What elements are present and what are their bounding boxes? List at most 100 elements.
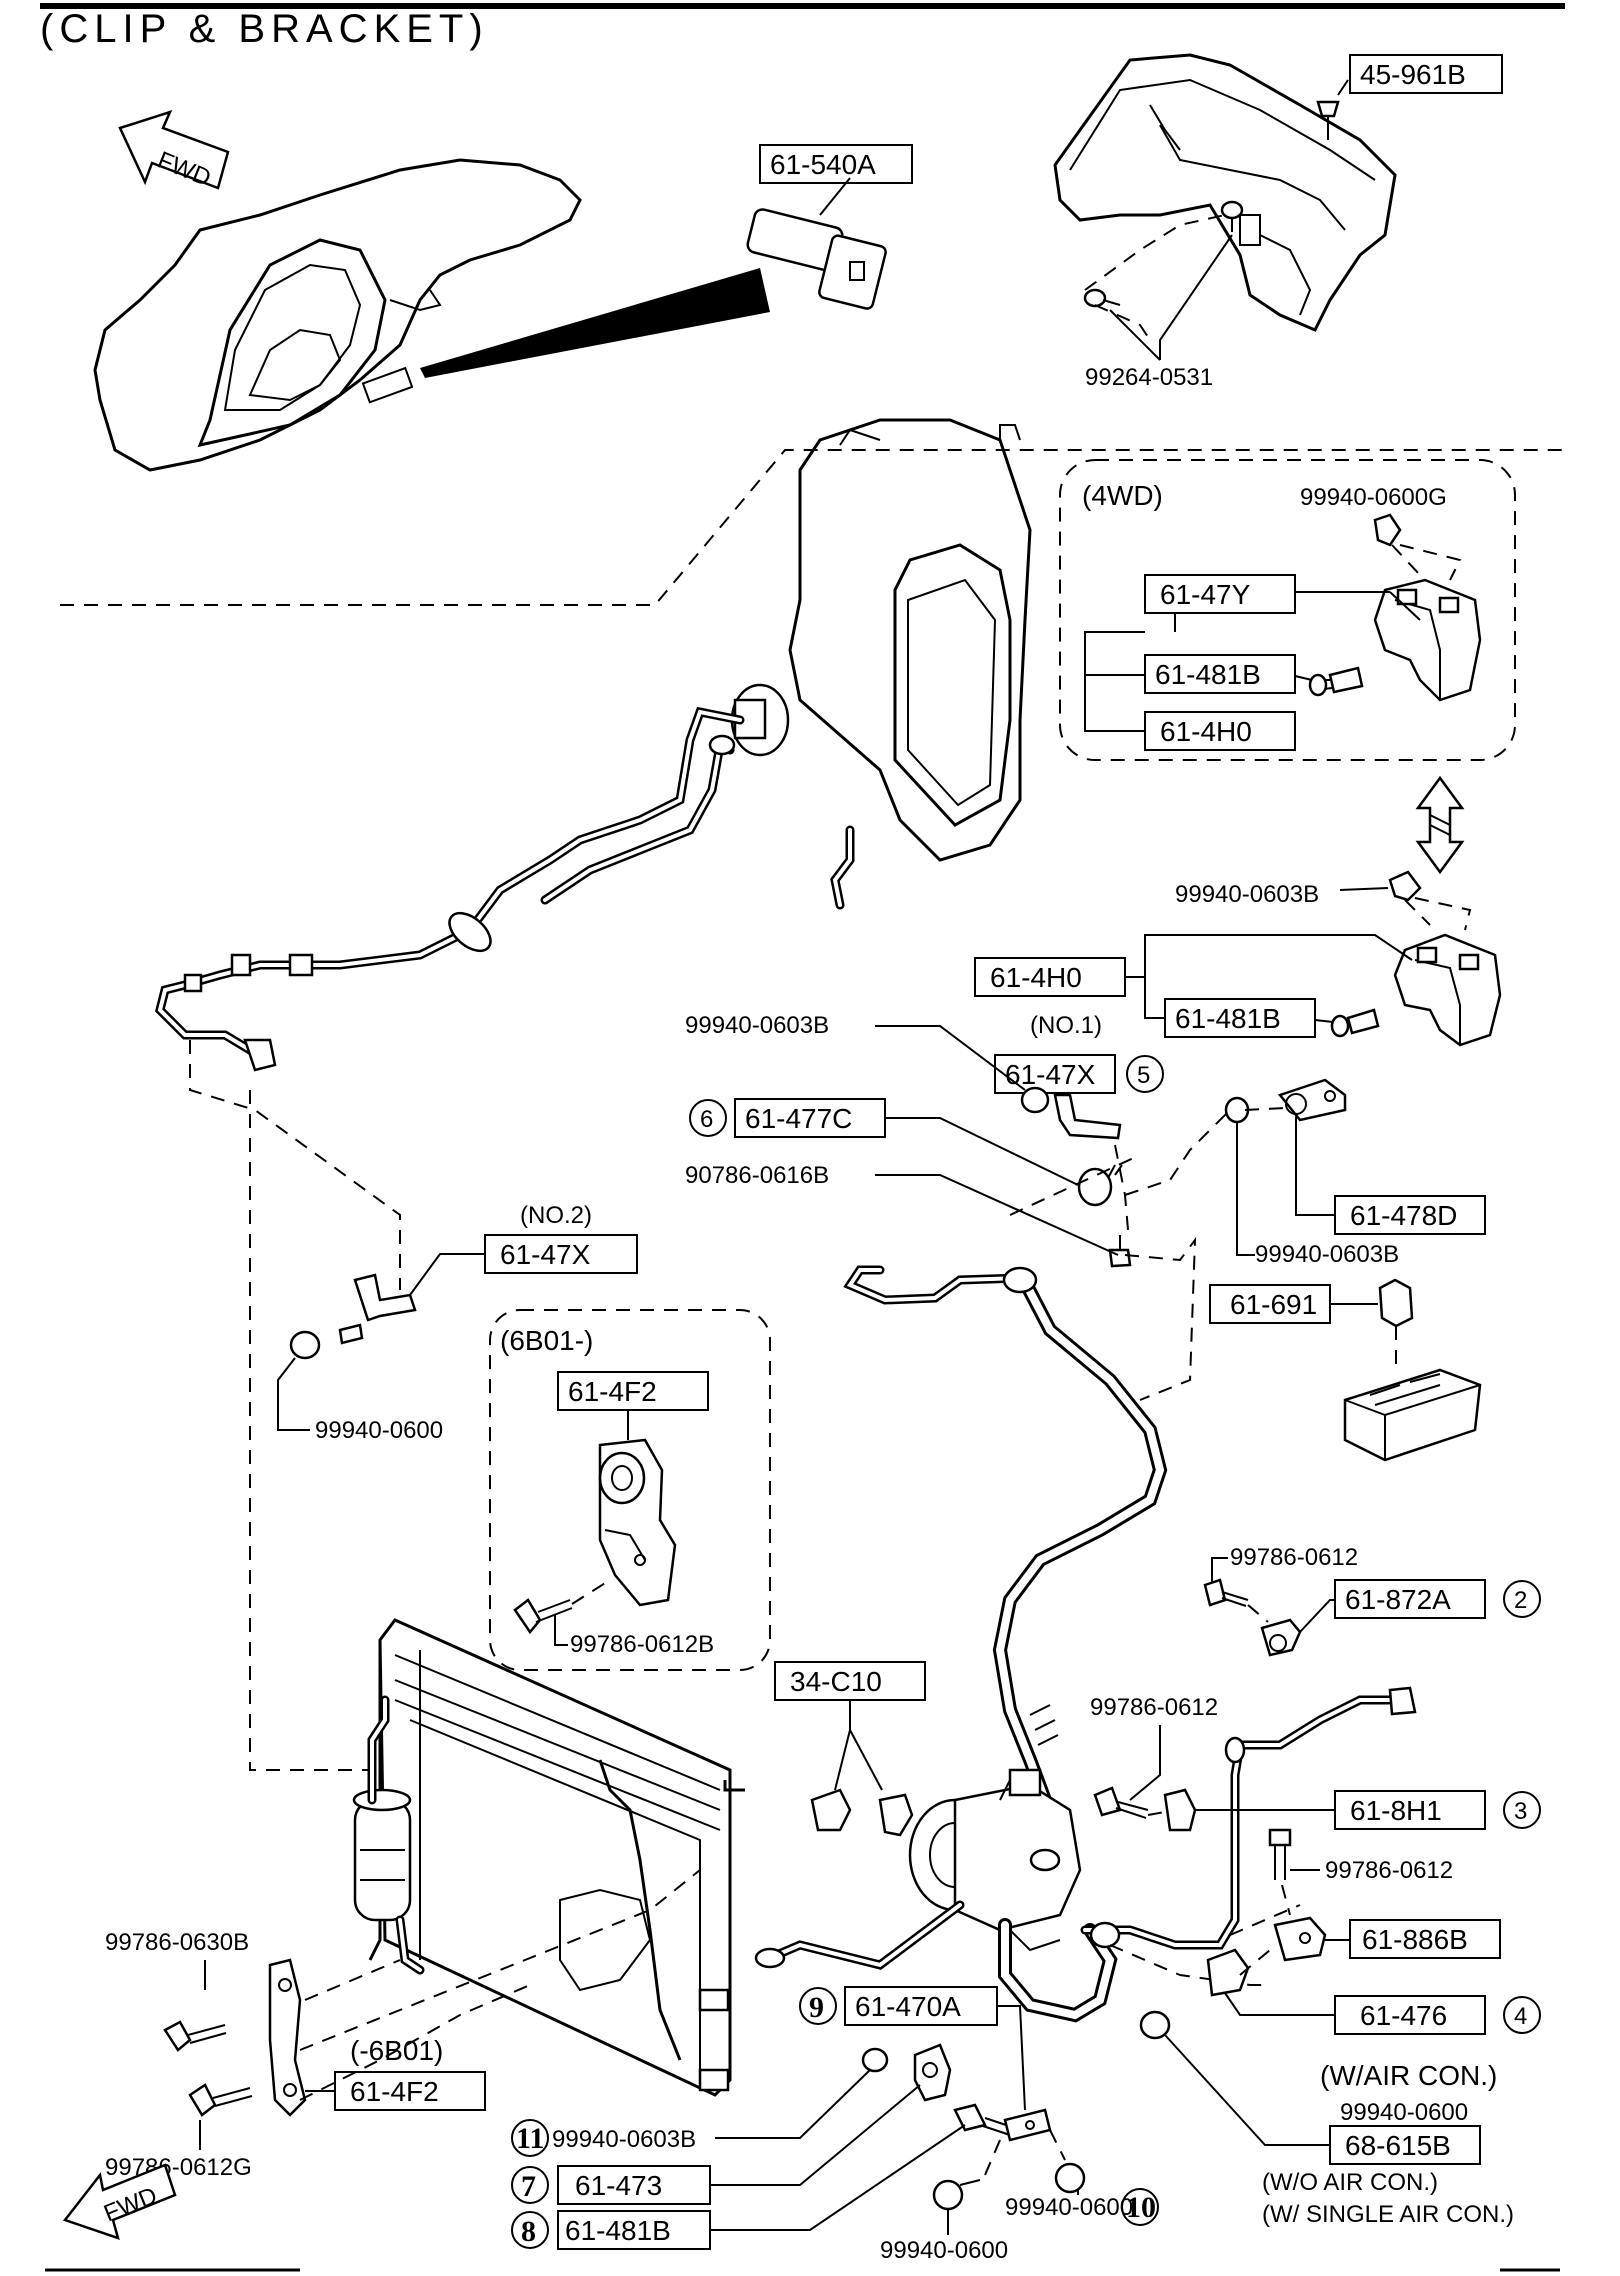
label-99940-0600-br: 99940-0600 [1005,2194,1133,2221]
label-99940-0603B-top: 99940-0603B [1175,881,1319,908]
box-61-476: 61-476 [1334,1995,1486,2035]
relay-61-691-part [1343,1278,1482,1462]
upper-ac-piping [155,706,745,1072]
box-61-47X-no1: 61-47X [994,1054,1116,1094]
label-99264-0531: 99264-0531 [1085,364,1213,391]
leader-wedge [420,268,770,378]
svg-text:45-961B: 45-961B [1360,59,1466,90]
bolt-99786-0612-part [1268,1828,1320,1880]
label-99786-0612-mid: 99786-0612 [1090,1694,1218,1721]
label-w-single-aircon: (W/ SINGLE AIR CON.) [1262,2201,1514,2228]
box-61-477C: 61-477C [734,1098,1079,1186]
box-61-481B: 61-481B [1164,998,1334,1038]
box-61-8H1: 61-8H1 [1334,1790,1486,1830]
svg-text:61-473: 61-473 [575,2170,662,2201]
clip-61-8H1-part [1093,1786,1335,1832]
label-wo-aircon: (W/O AIR CON.) [1262,2169,1438,2196]
box-61-481B-4wd: 61-481B [1144,654,1313,694]
bracket-61-4H0-part [1330,870,1502,1047]
label-99940-0603B-bottom: 99940-0603B [552,2126,696,2153]
section-4wd-box [1059,459,1516,761]
label-99940-0600-bottom: 99940-0600 [880,2237,1008,2264]
dash-link-c [1124,1236,1197,1401]
callout-2: 2 [1503,1580,1541,1618]
box-61-47X-no2: 61-47X [409,1234,638,1296]
callout-6: 6 [689,1099,727,1137]
section-6b01-to-label: (-6B01) [350,2035,443,2066]
callout-11: 11 [511,2119,549,2157]
bracket-4wd-part [1308,513,1482,702]
svg-text:61-4H0: 61-4H0 [990,962,1082,993]
callout-9: 9 [799,1987,837,2025]
condenser-illustration [368,1618,745,2097]
svg-text:61-872A: 61-872A [1345,1584,1451,1615]
dash-link-left-b [249,1090,380,1771]
label-99940-0600G: 99940-0600G [1300,484,1447,511]
leader-99940-0603B-left [875,1025,1026,1091]
svg-text:10: 10 [1126,2191,1156,2224]
dash-link-a [1124,1109,1231,1196]
label-no2: (NO.2) [520,1202,592,1229]
svg-text:61-478D: 61-478D [1350,1200,1457,1231]
box-61-470A: 61-470A [844,1986,1026,2111]
callout-10: 10 [1121,2188,1159,2226]
svg-text:61-4H0: 61-4H0 [1160,716,1252,747]
svg-text:61-47X: 61-47X [1005,1059,1096,1090]
svg-text:61-470A: 61-470A [855,1991,961,2022]
svg-text:61-481B: 61-481B [1155,659,1261,690]
box-34-C10: 34-C10 [774,1661,926,1791]
compressor-lines [754,1686,1417,2023]
leader-90786-0616B [875,1174,1119,1256]
box-61-872A: 61-872A [1334,1579,1486,1619]
fwd-arrow-top: FWD [118,109,230,192]
bracket-61-47X-no1-part [1020,1086,1132,1268]
label-99786-0612B: 99786-0612B [570,1631,714,1658]
clip-61-872A-part [1203,1578,1335,1657]
callout-5: 5 [1126,1055,1164,1093]
callout-7: 7 [511,2166,549,2204]
label-99786-0612G: 99786-0612G [105,2154,252,2181]
label-99940-0603B-left: 99940-0603B [685,1012,829,1039]
dash-link-left-a [189,1040,401,1290]
svg-text:61-4F2: 61-4F2 [568,1376,657,1407]
callout-3: 3 [1503,1791,1541,1829]
svg-text:61-47Y: 61-47Y [1160,579,1251,610]
leader-99940-0600-left [277,1357,310,1431]
clip-61-886B-part [1273,1884,1350,1962]
nut-99940-0600-right-part [1139,2010,1330,2146]
box-45-961B: 45-961B [1349,54,1503,94]
svg-text:61-4F2: 61-4F2 [350,2076,439,2107]
label-99940-0600-right: 99940-0600 [1340,2099,1468,2126]
box-61-540A: 61-540A [759,144,913,184]
box-61-4F2-low: 61-4F2 [305,2071,486,2111]
section-6b01-from-label: (6B01-) [500,1325,593,1356]
svg-text:68-615B: 68-615B [1345,2130,1451,2161]
leader-99786-0612-top [1211,1557,1228,1590]
label-99940-0603B-right: 99940-0603B [1255,1241,1399,1268]
svg-text:6: 6 [700,1106,713,1133]
compressor-illustration [908,1768,1082,1952]
callout-8: 8 [511,2211,549,2249]
clip-99264-0531-parts [1083,200,1244,361]
box-61-4F2: 61-4F2 [557,1371,709,1440]
bracket-61-470A-part [861,2043,1086,2211]
svg-text:61-476: 61-476 [1360,2000,1447,2031]
leader-99940-0603B-bottom [715,2069,871,2139]
svg-text:34-C10: 34-C10 [790,1666,882,1697]
clip-45-961B-part [1316,79,1349,140]
double-arrow [1415,775,1465,875]
section-4wd-label: (4WD) [1082,480,1163,511]
box-61-481B-low: 61-481B [557,2124,966,2250]
label-99786-0612-top: 99786-0612 [1230,1544,1358,1571]
section-6b01-from-box [489,1309,771,1671]
svg-text:8: 8 [521,2215,536,2248]
bracket-61-4F2-low-part [163,1869,701,2117]
svg-text:9: 9 [809,1991,824,2024]
box-61-473: 61-473 [557,2084,921,2205]
clip-61-478D-part [1224,1078,1347,1256]
section-divider [60,449,1570,606]
label-w-aircon: (W/AIR CON.) [1320,2060,1497,2091]
box-68-615B: 68-615B [1329,2125,1481,2165]
label-99786-0612-low: 99786-0612 [1325,1857,1453,1884]
